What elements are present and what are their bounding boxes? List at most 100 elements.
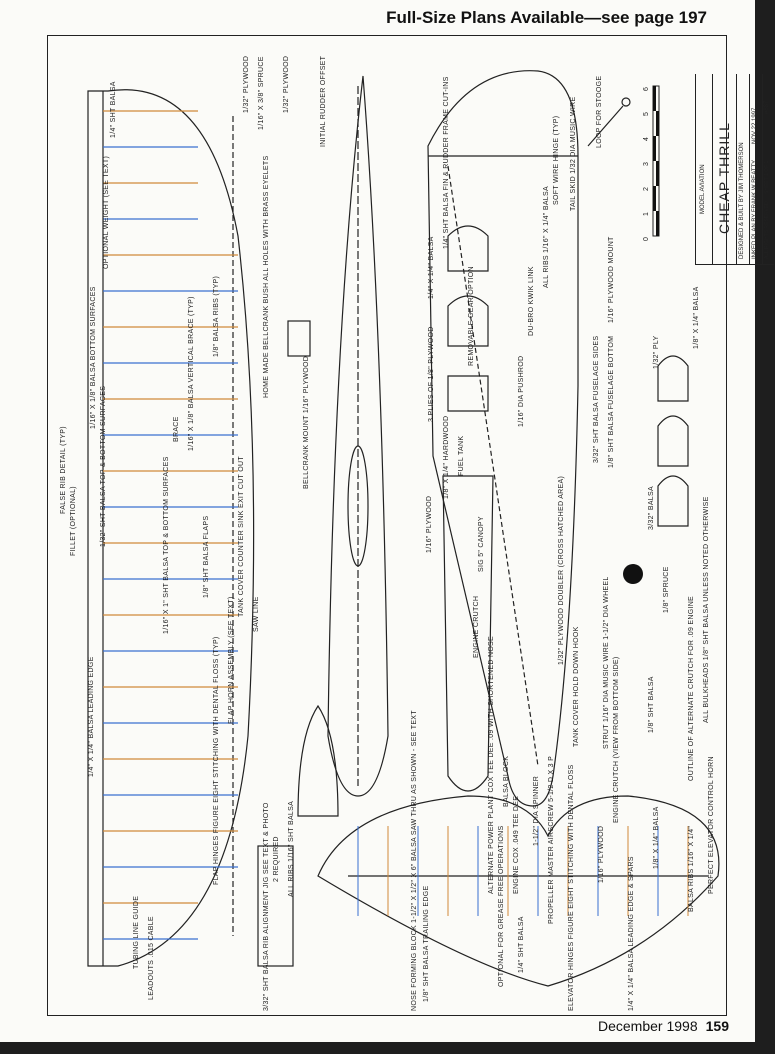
spinner-view [297, 704, 339, 817]
plan-label: 1/32" PLYWOOD DOUBLER (CROSS HATCHED ARE… [558, 475, 565, 665]
plan-label: ELEVATOR HINGES FIGURE EIGHT STITCHING W… [568, 764, 575, 1011]
plan-label: 1/16" PLYWOOD [426, 495, 433, 553]
plan-label: 1/32" PLY [653, 335, 660, 369]
rights-reserved: ALL RIGHTS RESERVED [764, 201, 770, 259]
sheet-number: SHEET 1 OF 1 [764, 160, 770, 194]
stabilizer-ribs [357, 826, 689, 916]
plan-label: 1/16" PLYWOOD [598, 825, 605, 883]
plan-drawing: MODEL AVIATION CHEAP THRILL DESIGNED & B… [47, 35, 774, 1016]
plan-label: BALSA RIBS 1/16" X 1/4" [688, 825, 695, 912]
plan-label: 1/16" X 1/8" BALSA BOTTOM SURFACES [90, 286, 97, 429]
plan-label: FUEL TANK [458, 435, 465, 476]
scale-tick-label: 2 [643, 186, 650, 191]
plan-label: ENGINE CRUTCH [473, 595, 480, 658]
plan-label: 1/16" X 1/8" BALSA VERTICAL BRACE (TYP) [188, 296, 195, 451]
publisher-name: MODEL AVIATION [700, 164, 706, 214]
designer-credit: DESIGNED & BUILT BY JIM THOMERSON [739, 142, 745, 259]
plan-label: STRUT 1/16" DIA MUSIC WIRE 1-1/2" DIA WH… [603, 576, 610, 749]
plan-label: ALL RIBS 1/16" SHT BALSA [288, 800, 295, 897]
plan-label: 1/32" PLYWOOD [283, 55, 290, 113]
scale-tick-label: 4 [643, 136, 650, 141]
scale-tick-label: 5 [643, 111, 650, 116]
plan-label: 1/4" X 1/4" BALSA LEADING EDGE [88, 656, 95, 777]
plan-label: 2 REQUIRED [273, 836, 280, 882]
plan-label: 1/4" SHT BALSA FIN & RUDDER FRAME CUT-IN… [443, 76, 450, 249]
plan-label: ALTERNATE POWER PLANT COX TEE DEE .09 WI… [488, 636, 495, 894]
plan-label: 1/8" SHT BALSA FLAPS [203, 515, 210, 598]
plan-label: 1/8" SPRUCE [663, 566, 670, 613]
stabilizer-outline [317, 795, 720, 987]
plan-label: TAIL SKID 1/32 DIA MUSIC WIRE [570, 96, 577, 211]
plan-label: 1/8" X 1/4" BALSA [693, 286, 700, 349]
page-footer: December 1998 159 [598, 1018, 729, 1034]
plan-label: BALSA BLOCK [503, 755, 510, 807]
plan-label: ENGINE CRUTCH (VIEW FROM BOTTOM SIDE) [613, 656, 620, 823]
plan-label: 1/16" X 3/8" SPRUCE [258, 56, 265, 130]
plan-label: OPTIONAL WEIGHT (SEE TEXT) [103, 155, 110, 269]
plan-label: 1/8" SHT BALSA [648, 676, 655, 733]
plan-label: DU-BRO KWIK LINK [528, 266, 535, 336]
scale-tick-label: 1 [643, 211, 650, 216]
plan-label: FALSE RIB DETAIL (TYP) [60, 426, 67, 514]
plan-label: 1/4" X 1/4" BALSA LEADING EDGE & SPARS [628, 856, 635, 1011]
plan-label: 1/16" DIA PUSHROD [518, 355, 525, 427]
plan-label: SOFT WIRE HINGE (TYP) [553, 115, 560, 205]
plan-label: FILLET (OPTIONAL) [70, 486, 77, 556]
fuselage-side-view [427, 70, 579, 807]
wheel [623, 564, 643, 584]
plan-label: INITIAL RUDDER OFFSET [320, 55, 327, 147]
issue-date: December 1998 [598, 1018, 698, 1034]
alternate-engine-view [442, 475, 494, 792]
plan-label: 3 PLIES OF 1/8" PLYWOOD [428, 326, 435, 422]
page-number: 159 [705, 1018, 729, 1034]
plan-label: 1/8" BALSA RIBS (TYP) [213, 275, 220, 357]
plan-label: LOOP FOR STOOGE [596, 75, 603, 148]
plan-label: TANK COVER HOLD DOWN HOOK [573, 626, 580, 747]
plan-label: SIG 5" CANOPY [478, 516, 485, 572]
plan-label: 1/8" SHT BALSA FUSELAGE BOTTOM [608, 335, 615, 468]
plan-label: BRACE [173, 416, 180, 442]
plan-label: 1-1/2" DIA SPINNER [533, 775, 540, 846]
plan-label: 1/8" X 1/4" BALSA [653, 806, 660, 869]
plan-label: SAW LINE [253, 596, 260, 632]
plan-label: 1/8" SHT BALSA TRAILING EDGE [423, 885, 430, 1002]
scale-tick-label: 0 [643, 236, 650, 241]
plan-label: OPTIONAL FOR GREASE FREE OPERATIONS [498, 825, 505, 987]
plan-label: LEADOUTS .015 CABLE [148, 916, 155, 1000]
plan-label: REMOVABLE GEAR OPTION [468, 266, 475, 366]
plan-label: ALL BULKHEADS 1/8" SHT BALSA UNLESS NOTE… [703, 496, 710, 723]
plan-label: 1/32" PLYWOOD [243, 55, 250, 113]
plan-label: ENGINE COX .049 TEE DEE [513, 795, 520, 894]
magazine-page: Full-Size Plans Available—see page 197 [0, 0, 755, 1042]
title-block: MODEL AVIATION CHEAP THRILL DESIGNED & B… [695, 74, 774, 265]
plan-label: 1/8" X 1/4" HARDWOOD [443, 415, 450, 499]
wing-ribs [103, 110, 238, 940]
plan-date: NOV 22,1997 [752, 107, 758, 144]
plan-title: CHEAP THRILL [716, 122, 732, 234]
plans-available-header: Full-Size Plans Available—see page 197 [386, 8, 707, 27]
plan-label: TANK COVER COUNTER SINK EXIT CUT OUT [238, 456, 245, 617]
scale-tick-label: 6 [643, 86, 650, 91]
plan-label: 1/16" PLYWOOD MOUNT [608, 236, 615, 323]
plan-label: TUBING LINE GUIDE [133, 895, 140, 969]
fuselage-top-view [327, 75, 389, 797]
plan-label: 3/32" SHT BALSA RIB ALIGNMENT JIG SEE TE… [263, 802, 270, 1011]
plan-label: 1/4" X 1/4" BALSA [428, 236, 435, 299]
inked-credit: INKED PLAN BY FRANK W BEATTY [752, 159, 758, 259]
plan-label: 1/16" X 1" SHT BALSA TOP & BOTTOM SURFAC… [163, 456, 170, 634]
plan-label: FLAP HORN ASSEMBLY (SEE TEXT) [228, 596, 235, 724]
plan-label: 3/32" BALSA [648, 486, 655, 530]
plan-label: FLAP HINGES FIGURE EIGHT STITCHING WITH … [213, 636, 220, 885]
plan-label: ALL RIBS 1/16" X 1/4" BALSA [543, 186, 550, 288]
plan-label: 1/4" SHT BALSA [518, 916, 525, 973]
plan-label: PERFECT ELEVATOR CONTROL HORN [708, 756, 715, 894]
plan-linework [87, 70, 720, 987]
plan-label: HOME MADE BELLCRANK BUSH ALL HOLES WITH … [263, 155, 270, 398]
plan-label: 1/4" SHT BALSA [110, 81, 117, 138]
plan-label: OUTLINE OF ALTERNATE CRUTCH FOR .09 ENGI… [688, 595, 695, 781]
plan-number: #887 [764, 100, 770, 114]
scale-bar [652, 85, 660, 237]
plan-label: NOSE FORMING BLOCK 1-1/2" X 1/2" X 6" BA… [411, 710, 418, 1011]
wing-outline [87, 89, 255, 967]
plan-label: 3/32" SHT BALSA FUSELAGE SIDES [593, 335, 600, 463]
